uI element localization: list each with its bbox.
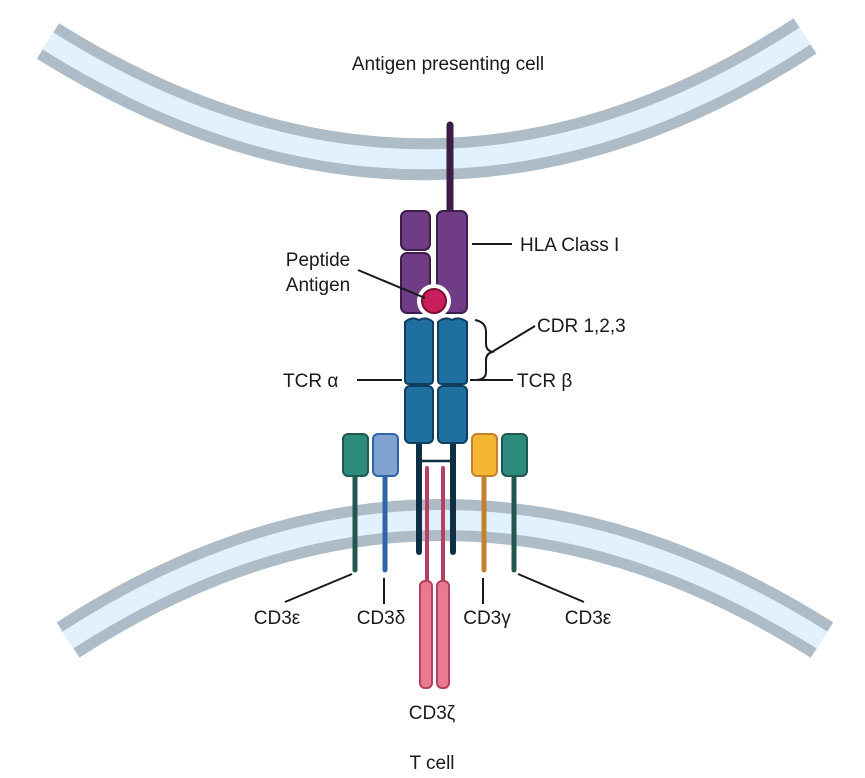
cd3-gamma (471, 433, 498, 573)
cd3-epsilon-left-label: CD3ε (254, 608, 301, 629)
peptide-label-line2: Antigen (286, 275, 350, 296)
apc-membrane (36, 18, 817, 181)
peptide-leader (357, 269, 426, 299)
cd3-zeta-chain-right (436, 580, 450, 689)
peptide-antigen (421, 288, 447, 314)
leader-lines (284, 243, 585, 604)
cd3-delta-label: CD3δ (357, 608, 406, 629)
hla-alpha3-domain (400, 210, 431, 251)
tcr-beta-variable (437, 317, 468, 385)
cd3-epsilon-right-domain (501, 433, 528, 477)
tcell-label: T cell (409, 753, 454, 774)
cd3-gamma-domain (471, 433, 498, 477)
hla-label: HLA Class I (520, 235, 619, 256)
cd3-epsilon-left-leader (284, 573, 353, 603)
cd3-epsilon-right-label: CD3ε (565, 608, 612, 629)
cd3-epsilon-right-leader (517, 573, 585, 603)
cd3-delta (372, 433, 399, 573)
cd3-epsilon-right (501, 433, 528, 573)
tcr-alpha-constant (404, 385, 434, 444)
cd3-zeta-chain-left (419, 580, 433, 689)
tcr (404, 317, 468, 555)
peptide-label-line1: Peptide (286, 250, 350, 271)
tcr-alpha-variable (404, 317, 434, 385)
tcr-alpha-label: TCR α (283, 371, 338, 392)
cdr-leader (491, 325, 536, 353)
apc-membrane-inner (42, 27, 811, 170)
apc-label: Antigen presenting cell (352, 54, 544, 75)
hla-class-i (400, 121, 468, 318)
tcr-beta-constant (437, 385, 468, 444)
cd3-zeta (419, 466, 450, 689)
tcr-beta-label: TCR β (517, 371, 572, 392)
hla-alpha2-domain (436, 210, 468, 314)
cd3-epsilon-left-domain (342, 433, 369, 477)
cdr-brace (474, 319, 496, 381)
cd3-delta-domain (372, 433, 399, 477)
cd3-gamma-label: CD3γ (463, 608, 511, 629)
cd3-epsilon-left (342, 433, 369, 573)
cd3-zeta-label: CD3ζ (409, 703, 456, 724)
cdr-label: CDR 1,2,3 (537, 316, 626, 337)
